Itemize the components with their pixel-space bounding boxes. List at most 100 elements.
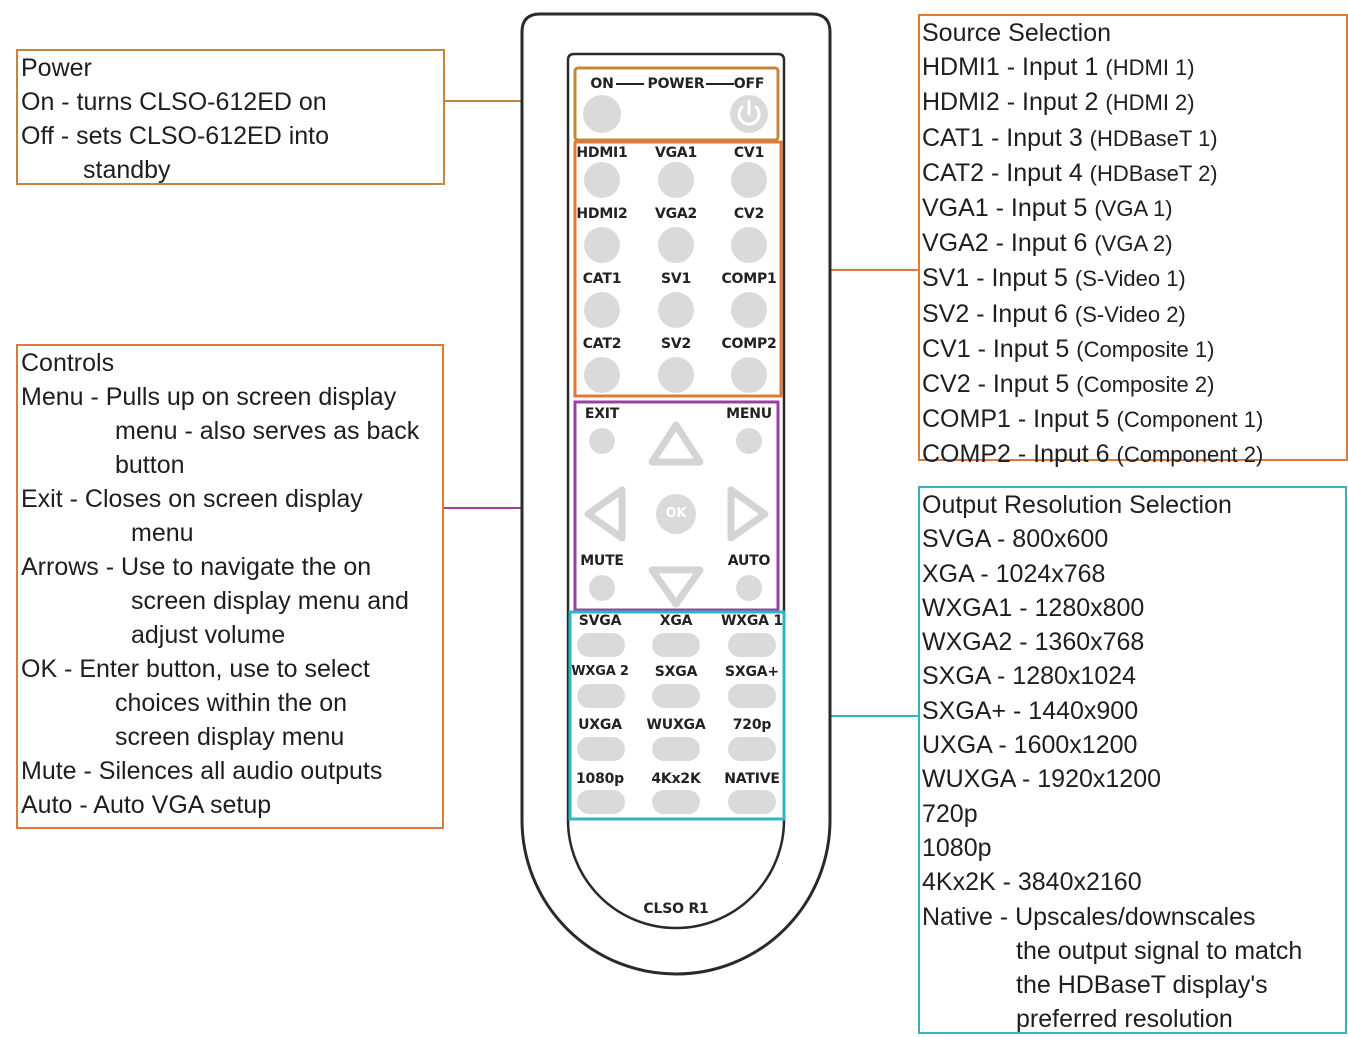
- source-item-main: SV2 - Input 6: [922, 299, 1068, 328]
- wuxga-button[interactable]: [652, 737, 700, 761]
- sv2-button[interactable]: [658, 357, 694, 393]
- output-line: SVGA - 800x600: [922, 525, 1109, 554]
- comp1-button[interactable]: [731, 292, 767, 328]
- source-item-sub: (Composite 2): [1076, 372, 1215, 398]
- xga-button[interactable]: [652, 633, 700, 657]
- source-item: SV1 - Input 5 (S-Video 1): [922, 261, 1346, 296]
- power-title: Power: [21, 54, 92, 82]
- btn-label-sxga-plus: SXGA+: [725, 664, 779, 680]
- controls-line: Exit - Closes on screen display: [21, 485, 363, 513]
- power-on-label: ON: [590, 76, 614, 92]
- menu-button[interactable]: [736, 428, 762, 454]
- controls-callout: Controls Menu - Pulls up on screen displ…: [16, 344, 444, 829]
- btn-label-comp2: COMP2: [721, 336, 777, 352]
- controls-line: OK - Enter button, use to select: [21, 655, 370, 683]
- vga1-button[interactable]: [658, 162, 694, 198]
- arrow-right-icon: [727, 486, 769, 542]
- btn-label-sv1: SV1: [660, 271, 692, 287]
- sxga-button[interactable]: [652, 684, 700, 708]
- source-item: SV2 - Input 6 (S-Video 2): [922, 297, 1346, 332]
- arrow-left-icon: [584, 486, 626, 542]
- controls-line: Arrows - Use to navigate the on: [21, 553, 372, 581]
- output-title: Output Resolution Selection: [922, 491, 1232, 519]
- auto-button[interactable]: [736, 575, 762, 601]
- output-line: WXGA1 - 1280x800: [922, 593, 1145, 622]
- hdmi1-button[interactable]: [584, 162, 620, 198]
- sxga-plus-button[interactable]: [728, 684, 776, 708]
- source-item: CAT2 - Input 4 (HDBaseT 2): [922, 156, 1346, 191]
- source-item-main: VGA2 - Input 6: [922, 229, 1088, 258]
- 4kx2k-button[interactable]: [652, 790, 700, 814]
- power-on-button[interactable]: [583, 95, 621, 133]
- source-item-main: COMP2 - Input 6: [922, 440, 1110, 469]
- controls-line: screen display menu: [115, 723, 345, 751]
- output-line: 1080p: [922, 833, 992, 862]
- btn-label-wuxga: WUXGA: [646, 717, 706, 733]
- controls-line: choices within the on: [115, 689, 348, 717]
- sv1-button[interactable]: [658, 292, 694, 328]
- exit-button[interactable]: [589, 428, 615, 454]
- source-item-sub: (VGA 2): [1094, 231, 1173, 257]
- source-item-sub: (HDMI 2): [1105, 90, 1195, 116]
- source-item-main: HDMI1 - Input 1: [922, 53, 1099, 82]
- btn-label-ok: OK: [665, 506, 687, 521]
- btn-label-mute: MUTE: [580, 553, 624, 569]
- comp2-button[interactable]: [731, 357, 767, 393]
- source-item-sub: (HDMI 1): [1105, 55, 1195, 81]
- output-line: WUXGA - 1920x1200: [922, 765, 1162, 794]
- svga-button[interactable]: [577, 633, 625, 657]
- cv2-button[interactable]: [731, 227, 767, 263]
- btn-label-hdmi1: HDMI1: [576, 145, 628, 161]
- output-line: 4Kx2K - 3840x2160: [922, 868, 1142, 897]
- btn-label-wxga2: WXGA 2: [571, 664, 629, 679]
- btn-label-svga: SVGA: [578, 613, 622, 629]
- cat2-button[interactable]: [584, 357, 620, 393]
- uxga-button[interactable]: [577, 737, 625, 761]
- native-button[interactable]: [728, 790, 776, 814]
- source-item-main: CV2 - Input 5: [922, 370, 1070, 399]
- btn-label-cat2: CAT2: [582, 336, 622, 352]
- btn-label-comp1: COMP1: [721, 271, 777, 287]
- remote-body-inner: [566, 52, 786, 930]
- output-line: preferred resolution: [1016, 1005, 1233, 1034]
- mute-button[interactable]: [589, 575, 615, 601]
- vga2-button[interactable]: [658, 227, 694, 263]
- source-item: VGA1 - Input 5 (VGA 1): [922, 191, 1346, 226]
- source-item: CV2 - Input 5 (Composite 2): [922, 367, 1346, 402]
- arrow-down-icon: [648, 566, 704, 608]
- power-label: POWER: [647, 76, 705, 92]
- btn-label-cv1: CV1: [733, 145, 765, 161]
- btn-label-sv2: SV2: [660, 336, 692, 352]
- power-off-label: OFF: [733, 76, 765, 92]
- btn-label-xga: XGA: [659, 613, 693, 629]
- power-icon: [737, 105, 761, 126]
- btn-label-exit: EXIT: [584, 406, 620, 422]
- remote-model-label: CLSO R1: [643, 901, 709, 917]
- 1080p-button[interactable]: [577, 790, 625, 814]
- controls-line: menu - also serves as back: [115, 417, 420, 445]
- wxga1-button[interactable]: [728, 633, 776, 657]
- controls-line: Mute - Silences all audio outputs: [21, 757, 383, 785]
- power-off-description: Off - sets CLSO-612ED into: [21, 122, 329, 150]
- power-callout: Power On - turns CLSO-612ED on Off - set…: [16, 49, 445, 185]
- resolution-group-frame: [568, 610, 786, 821]
- btn-label-720p: 720p: [732, 717, 772, 733]
- btn-label-4kx2k: 4Kx2K: [651, 771, 701, 787]
- source-item-sub: (S-Video 1): [1074, 266, 1186, 292]
- btn-label-vga2: VGA2: [654, 206, 698, 222]
- output-line: SXGA+ - 1440x900: [922, 696, 1139, 725]
- cv1-button[interactable]: [731, 162, 767, 198]
- source-item-sub: (Composite 1): [1076, 336, 1215, 362]
- wxga2-button[interactable]: [577, 684, 625, 708]
- hdmi2-button[interactable]: [584, 227, 620, 263]
- controls-line: Auto - Auto VGA setup: [21, 791, 272, 819]
- source-selection-callout: Source Selection HDMI1 - Input 1 (HDMI 1…: [918, 14, 1348, 468]
- nav-group-frame: [573, 400, 780, 612]
- source-item-sub: (HDBaseT 1): [1089, 125, 1218, 151]
- 720p-button[interactable]: [728, 737, 776, 761]
- cat1-button[interactable]: [584, 292, 620, 328]
- output-line: Native - Upscales/downscales: [922, 902, 1256, 931]
- ok-button: [656, 494, 696, 534]
- btn-label-wxga1: WXGA 1: [721, 613, 783, 629]
- btn-label-1080p: 1080p: [576, 771, 624, 787]
